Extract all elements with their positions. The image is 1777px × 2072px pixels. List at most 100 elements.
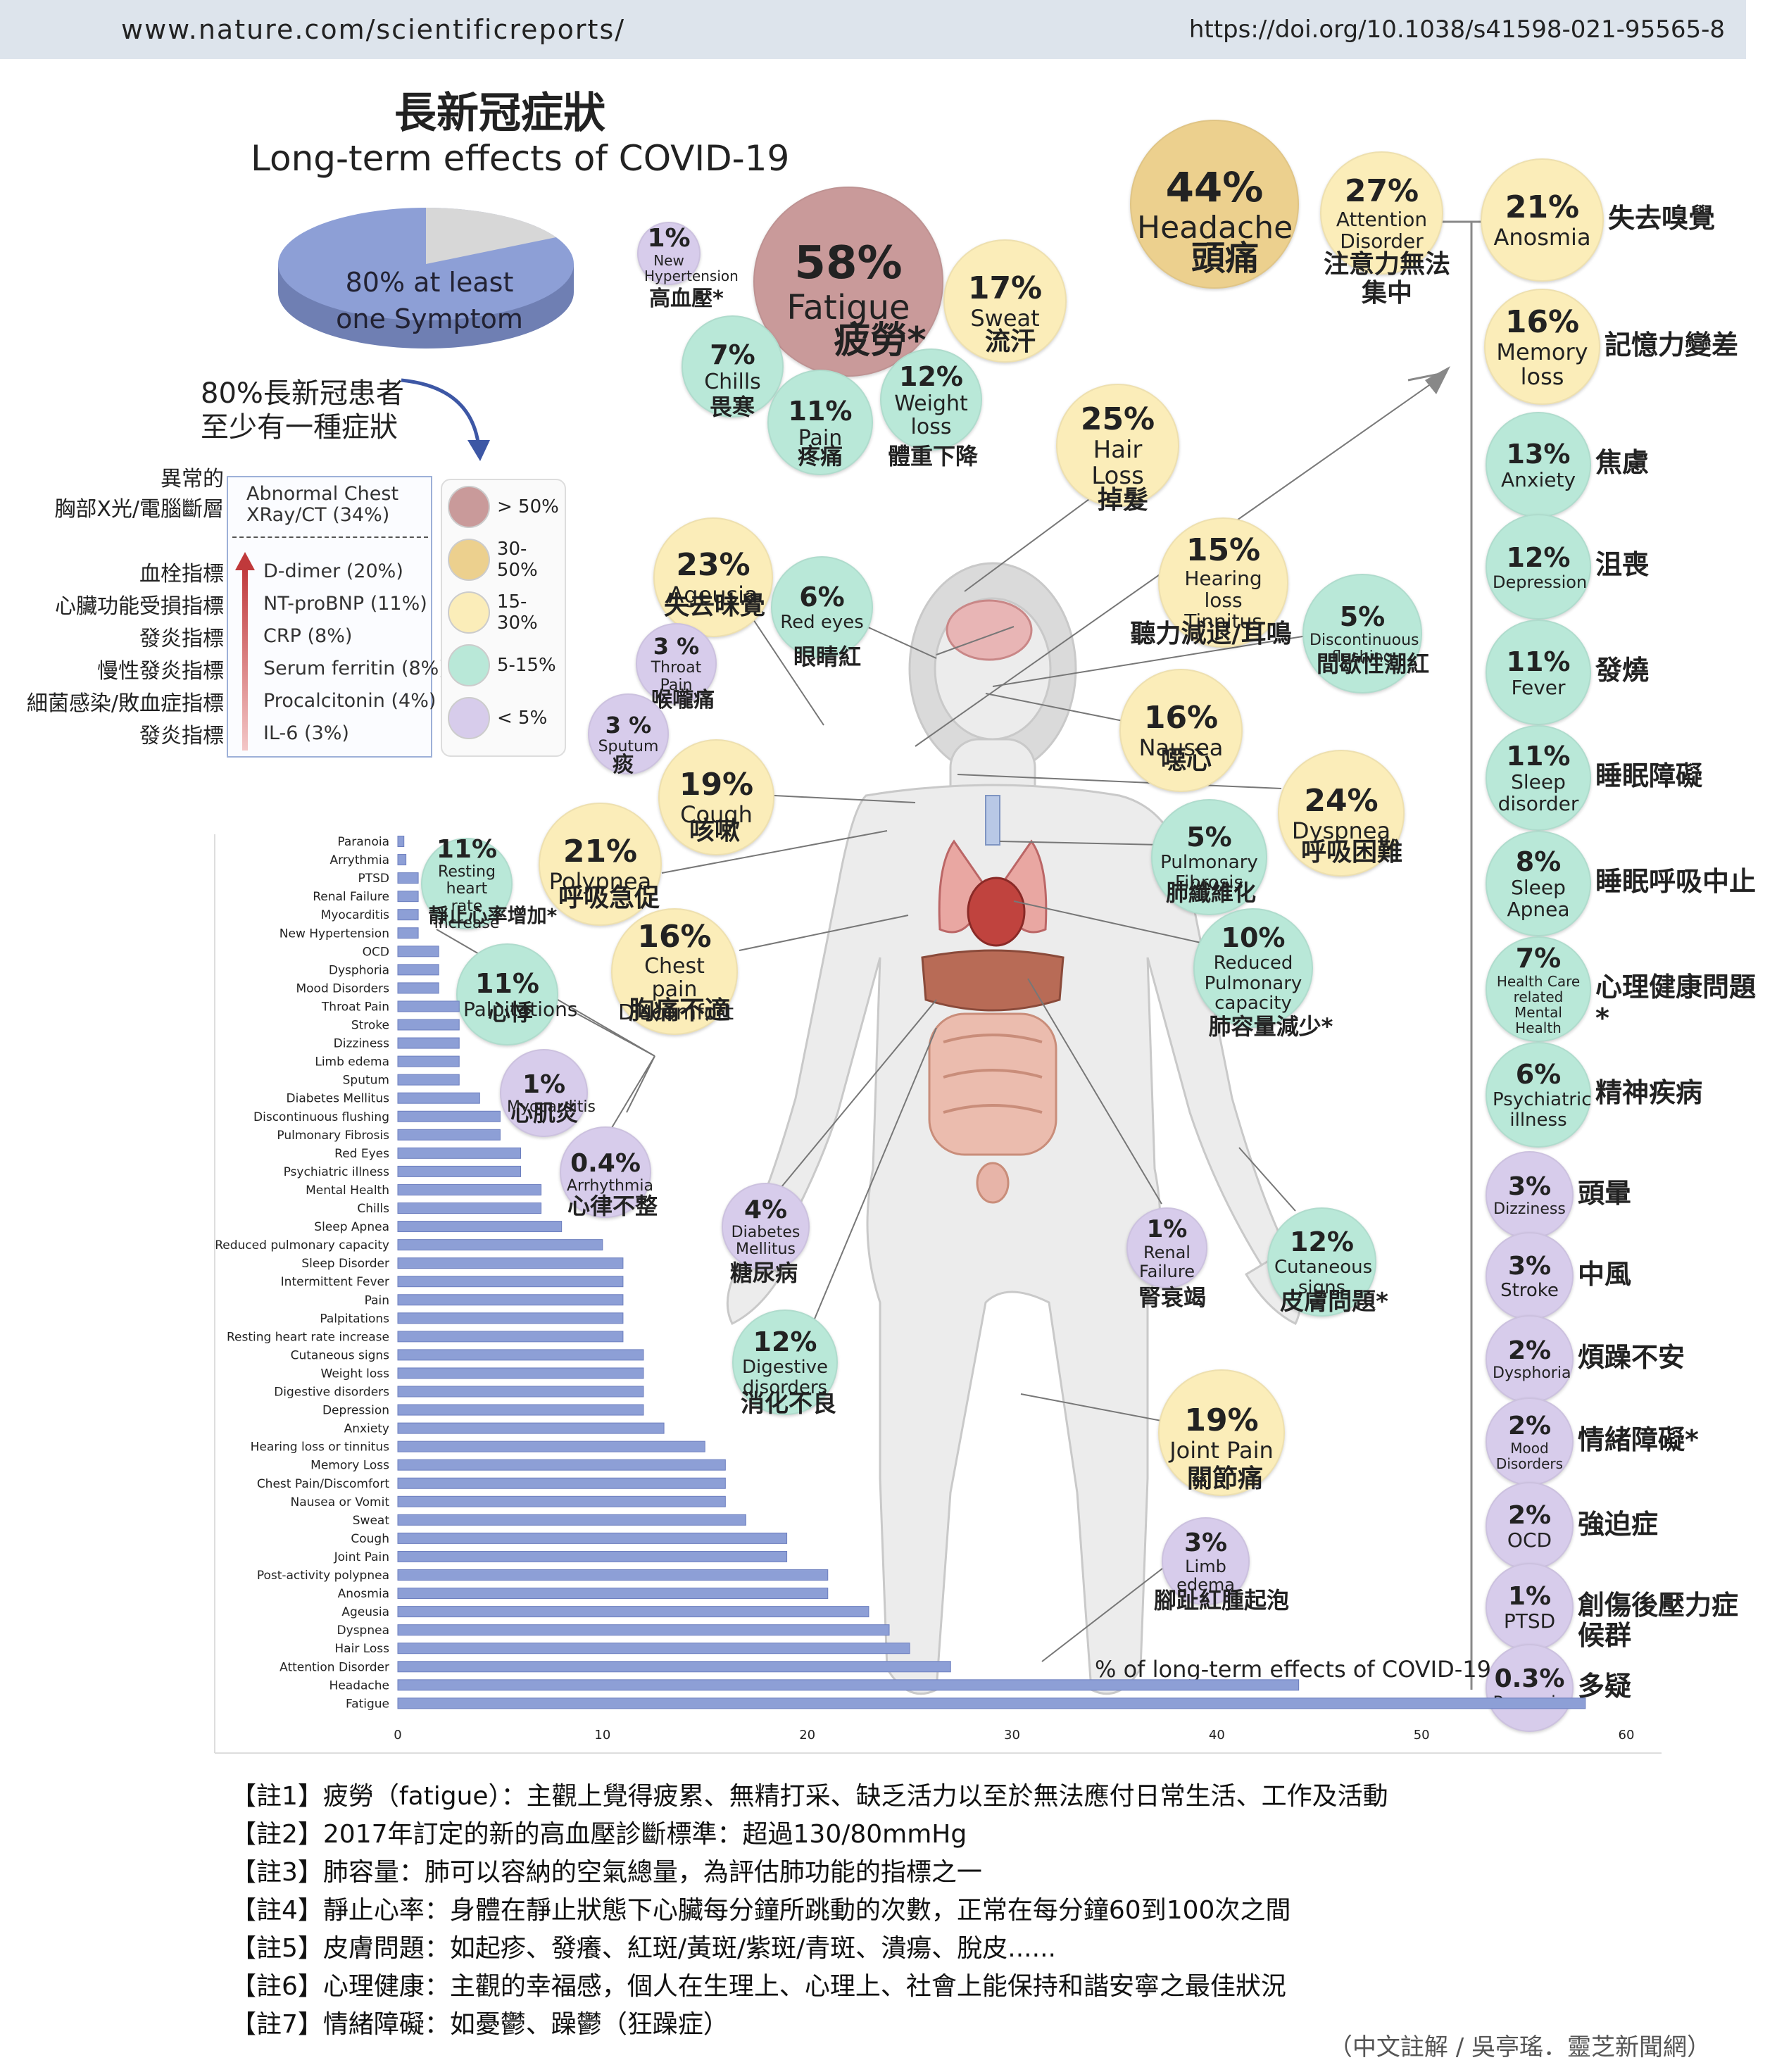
bar-arrythmia xyxy=(397,854,407,866)
bubble-percent: 2% xyxy=(1507,1412,1552,1440)
bubble-name: Cough xyxy=(680,801,753,829)
bubble-zh-label: 心律不整 xyxy=(567,1193,658,1219)
lab-item-2: XRay/CT (34%) xyxy=(246,504,390,526)
bubble-zh-label: 糖尿病 xyxy=(729,1260,798,1286)
bubble-sputum: 3 %Sputum xyxy=(588,693,669,774)
bar-new-hypertension xyxy=(397,927,419,939)
bubble-sweat: 17%Sweat xyxy=(943,239,1067,363)
bubble-name: Limb edema xyxy=(1176,1556,1235,1595)
legend-label: < 5% xyxy=(497,708,548,729)
bar-anosmia xyxy=(397,1588,829,1600)
bubble-percent: 11% xyxy=(1506,741,1571,772)
bubble-percent: 1% xyxy=(522,1069,566,1099)
bubble-percent: 3% xyxy=(1507,1172,1552,1201)
bubble-percent: 58% xyxy=(794,237,903,289)
bar-discontinuous-flushing xyxy=(397,1110,501,1122)
doi-link[interactable]: https://doi.org/10.1038/s41598-021-95565… xyxy=(1188,15,1725,44)
bladder-icon xyxy=(976,1162,1010,1204)
bubble-attention-disorder: 27%Attention Disorder xyxy=(1320,151,1443,275)
bar-throat-pain xyxy=(397,1000,460,1012)
bar-palpitations xyxy=(397,1312,624,1324)
x-tick-label: 10 xyxy=(594,1728,610,1743)
bubble-zh-label: 呼吸困難 xyxy=(1300,838,1402,867)
bubble-name: Reduced Pulmonary capacity xyxy=(1204,953,1302,1015)
bar-fatigue xyxy=(397,1697,1586,1709)
bubble-percent: 6% xyxy=(799,582,845,613)
lab-zh-7: 細菌感染/敗血症指標 xyxy=(26,691,224,716)
human-body-figure xyxy=(726,562,1302,1695)
x-tick-label: 20 xyxy=(799,1728,815,1743)
bubble-joint-pain: 19%Joint Pain xyxy=(1158,1369,1285,1496)
lab-divider xyxy=(232,536,428,538)
bar-digestive-disorders xyxy=(397,1386,644,1398)
bar-attention-disorder xyxy=(397,1661,951,1673)
bubble-zh-label: 消化不良 xyxy=(741,1390,836,1418)
chart-title: % of long-term effects of COVID-19 xyxy=(1095,1656,1491,1683)
bar-category-label: Joint Pain xyxy=(334,1550,389,1564)
bar-category-label: Dizziness xyxy=(334,1037,389,1051)
bubble-zh-label: 畏寒 xyxy=(709,394,755,420)
pie-zh-line1: 80%長新冠患者 xyxy=(201,377,404,410)
bubble-resting-heart-rate-increase: 11%Resting heart rate increase xyxy=(421,835,513,932)
bubble-percent: 21% xyxy=(1505,189,1580,226)
bubble-hair-loss: 25%Hair Loss xyxy=(1056,384,1179,507)
note-2: 【註2】2017年訂定的新的高血壓診斷標準：超過130/80mmHg xyxy=(231,1820,967,1849)
bubble-name: Sleep disorder xyxy=(1497,770,1579,815)
lab-item-4: NT-proBNP (11%) xyxy=(263,593,427,615)
right-bubble-zh-label: 睡眠呼吸中止 xyxy=(1595,866,1757,897)
bubble-percent: 11% xyxy=(1506,646,1571,677)
intestines-icon xyxy=(928,1012,1057,1156)
bubble-zh-label: 胸痛不適 xyxy=(628,996,730,1025)
bar-renal-failure xyxy=(397,891,419,903)
right-bubble-ocd: 2%OCD xyxy=(1486,1482,1574,1570)
bubble-myocarditis: 1%Myocarditis xyxy=(500,1049,596,1137)
right-bubble-anxiety: 13%Anxiety xyxy=(1486,412,1591,517)
bubble-zh-label: 肺纖維化 xyxy=(1165,879,1256,906)
bar-cough xyxy=(397,1532,788,1544)
bubble-weight-loss: 12%Weight loss xyxy=(880,349,982,451)
bubble-zh-label: 間歇性潮紅 xyxy=(1316,651,1429,677)
bar-category-label: Memory Loss xyxy=(310,1459,389,1473)
bubble-polypnea: 21%Polypnea xyxy=(539,803,662,926)
bar-pulmonary-fibrosis xyxy=(397,1129,501,1141)
bar-stroke xyxy=(397,1019,460,1031)
bubble-percent: 27% xyxy=(1344,173,1419,210)
lab-zh-2: 胸部X光/電腦斷層 xyxy=(54,497,224,522)
site-url[interactable]: www.nature.com/scientificreports/ xyxy=(121,14,626,45)
bubble-limb-edema: 3%Limb edema xyxy=(1162,1517,1250,1605)
legend-label: 5-15% xyxy=(497,655,556,676)
bubble-chills: 7%Chills xyxy=(682,315,784,417)
bubble-zh-label: 掉髮 xyxy=(1097,486,1148,515)
right-bubble-zh-label: 焦慮 xyxy=(1595,447,1650,478)
bubble-name: Sputum xyxy=(598,738,659,756)
bar-category-label: Reduced pulmonary capacity xyxy=(215,1238,389,1252)
bar-hearing-loss-or-tinnitus xyxy=(397,1440,705,1452)
bubble-name: Resting heart rate increase xyxy=(434,863,500,932)
bubble-diabetes-mellitus: 4%Diabetes Mellitus xyxy=(722,1183,810,1271)
bar-category-label: Cough xyxy=(351,1532,389,1546)
bar-chart: % of long-term effects of COVID-19 Paran… xyxy=(214,834,1662,1754)
bar-mental-health xyxy=(397,1183,542,1195)
note-6: 【註6】心理健康：主觀的幸福感，個人在生理上、心理上、社會上能保持和諧安寧之最佳… xyxy=(231,1972,1286,2001)
note-4: 【註4】靜止心率：身體在靜止狀態下心臟每分鐘所跳動的次數，正常在每分鐘60到10… xyxy=(231,1896,1291,1925)
bar-dysphoria xyxy=(397,964,439,976)
bubble-percent: 5% xyxy=(1186,821,1232,853)
legend-label: 15-30% xyxy=(496,591,538,634)
bubble-percent: 17% xyxy=(967,270,1043,307)
legend-label: > 50% xyxy=(497,496,559,517)
bar-diabetes-mellitus xyxy=(397,1092,480,1104)
bubble-new-hypertension: 1%New Hypertension xyxy=(637,222,739,285)
bubble-zh-label: 注意力無法集中 xyxy=(1323,250,1450,308)
bar-category-label: Diabetes Mellitus xyxy=(287,1092,390,1106)
bubble-arrhythmia: 0.4%Arrhythmia xyxy=(560,1126,653,1218)
bar-ptsd xyxy=(397,872,419,884)
bubble-percent: 3 % xyxy=(653,633,700,660)
bar-paranoia xyxy=(397,836,405,847)
bubble-zh-label: 靜止心率增加* xyxy=(428,904,558,927)
liver-icon xyxy=(921,949,1065,1012)
bubble-zh-label: 心悸 xyxy=(487,999,533,1026)
bubble-name: Anxiety xyxy=(1500,467,1576,491)
bubble-percent: 19% xyxy=(1184,1402,1259,1438)
note-1: 【註1】疲勞（fatigue）：主觀上覺得疲累、無精打采、缺乏活力以至於無法應付… xyxy=(231,1782,1388,1811)
bar-category-label: OCD xyxy=(363,945,389,959)
